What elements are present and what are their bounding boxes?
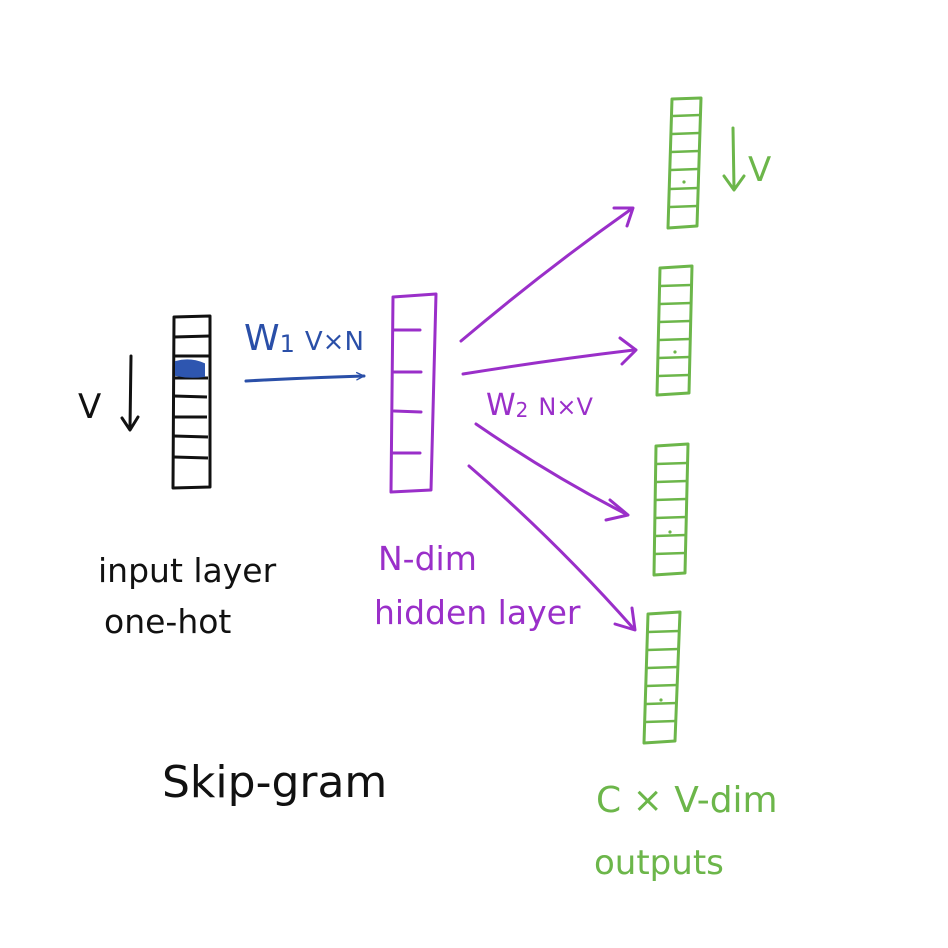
weights-in-arrow <box>244 371 366 383</box>
hidden-vector <box>389 292 438 494</box>
output-layer: V C × V-dim outputs <box>594 96 778 883</box>
weights-out: W2 N×V <box>459 206 638 632</box>
input-layer: V input layer one-hot <box>78 314 277 641</box>
output-vector <box>655 264 694 397</box>
weights-out-arrow <box>474 422 630 522</box>
output-vector <box>642 610 682 745</box>
hidden-caption-line1: N-dim <box>378 539 477 578</box>
hidden-layer: N-dim hidden layer <box>374 292 581 632</box>
output-dimension-label: V <box>748 150 771 190</box>
output-caption-line2: outputs <box>594 843 724 883</box>
weights-out-shape: N×V <box>538 393 593 421</box>
output-dimension-arrow <box>722 126 746 192</box>
weights-out-subscript: 2 <box>516 398 529 422</box>
weights-out-arrow <box>459 206 635 343</box>
input-dimension-arrow <box>120 354 140 432</box>
weights-in-subscript: 1 <box>280 330 295 358</box>
weights-out-label: W2 N×V <box>486 388 593 423</box>
weights-out-arrow <box>461 336 638 376</box>
weights-in-symbol: W <box>244 318 280 359</box>
weights-in-label: W1 V×N <box>244 318 364 359</box>
weights-in-shape: V×N <box>305 327 364 357</box>
input-hot-cell <box>175 359 205 378</box>
input-dimension-label: V <box>78 387 101 427</box>
input-caption-line2: one-hot <box>104 602 231 641</box>
output-caption-line1: C × V-dim <box>596 780 778 821</box>
hidden-caption-line2: hidden layer <box>374 593 581 632</box>
output-vector <box>666 96 703 230</box>
diagram-title: Skip-gram <box>162 757 387 808</box>
weights-out-arrow <box>467 464 637 632</box>
output-vector <box>652 442 690 577</box>
weights-out-symbol: W <box>486 388 516 423</box>
input-caption-line1: input layer <box>98 551 277 590</box>
input-one-hot-vector <box>171 314 212 490</box>
weights-in: W1 V×N <box>244 318 366 383</box>
